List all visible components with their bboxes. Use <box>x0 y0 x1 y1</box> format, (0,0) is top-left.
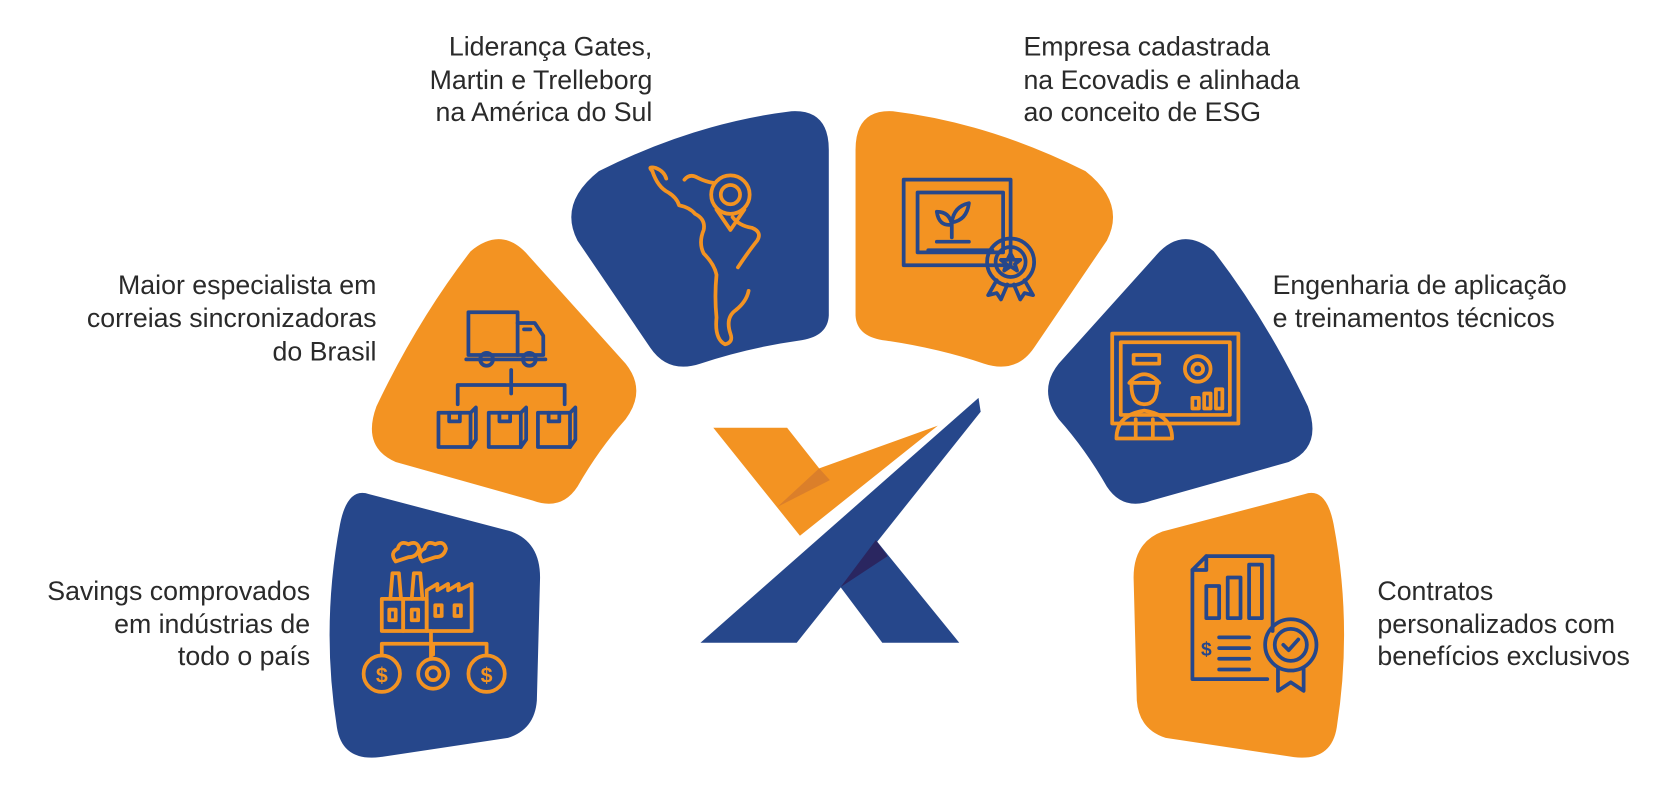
svg-text:Contratos: Contratos <box>1377 576 1493 606</box>
factory-savings-icon: $ $ <box>361 541 507 694</box>
svg-text:$: $ <box>1201 640 1212 661</box>
svg-text:Empresa cadastrada: Empresa cadastrada <box>1023 32 1270 62</box>
tile-contracts <box>1133 492 1345 758</box>
svg-text:$: $ <box>376 663 388 687</box>
eco-certificate-icon <box>901 177 1037 302</box>
svg-text:na América do Sul: na América do Sul <box>436 97 653 127</box>
tile-esg <box>855 111 1114 367</box>
label-engineering: Engenharia de aplicação e treinamentos t… <box>1273 270 1567 333</box>
svg-text:benefícios exclusivos: benefícios exclusivos <box>1377 641 1629 671</box>
svg-text:e treinamentos técnicos: e treinamentos técnicos <box>1273 303 1555 333</box>
label-contracts: Contratos personalizados com benefícios … <box>1377 576 1629 671</box>
tile-savings <box>329 492 541 758</box>
svg-text:todo o país: todo o país <box>178 641 310 671</box>
svg-text:em indústrias de: em indústrias de <box>114 609 310 639</box>
svg-text:Maior especialista em: Maior especialista em <box>118 270 376 300</box>
svg-text:do Brasil: do Brasil <box>272 336 376 366</box>
truck-distribution-icon <box>436 310 578 449</box>
svg-text:Savings comprovados: Savings comprovados <box>47 576 310 606</box>
svg-text:Engenharia de aplicação: Engenharia de aplicação <box>1273 270 1567 300</box>
label-specialist: Maior especialista em correias sincroniz… <box>87 270 377 366</box>
engineer-training-icon <box>1110 331 1241 441</box>
label-savings: Savings comprovados em indústrias de tod… <box>47 576 310 671</box>
svg-text:na Ecovadis e alinhada: na Ecovadis e alinhada <box>1023 65 1299 95</box>
contract-badge-icon: $ <box>1190 554 1319 693</box>
svg-text:Liderança Gates,: Liderança Gates, <box>449 32 652 62</box>
svg-text:Martin e Trelleborg: Martin e Trelleborg <box>430 65 653 95</box>
south-america-pin-icon <box>648 165 761 347</box>
tile-specialist <box>371 239 637 504</box>
label-leadership: Liderança Gates, Martin e Trelleborg na … <box>430 32 653 127</box>
center-logo <box>700 397 981 643</box>
svg-text:$: $ <box>481 663 493 687</box>
tile-engineering <box>1048 239 1313 504</box>
label-esg: Empresa cadastrada na Ecovadis e alinhad… <box>1023 32 1299 127</box>
svg-text:correias sincronizadoras: correias sincronizadoras <box>87 303 377 333</box>
svg-text:ao conceito de ESG: ao conceito de ESG <box>1023 97 1261 127</box>
svg-text:personalizados com: personalizados com <box>1377 609 1615 639</box>
